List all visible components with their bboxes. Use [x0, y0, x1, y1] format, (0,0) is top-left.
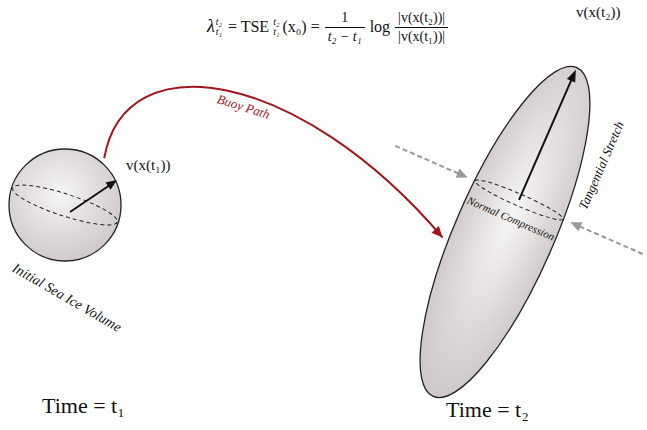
sea-ice-circle: [8, 148, 122, 262]
formula-subscript: t₁: [273, 27, 279, 38]
vector-label: v(x(t₂)): [576, 4, 620, 21]
dashed-band: [9, 178, 120, 233]
compression-head: [568, 218, 582, 232]
vector-label: v(x(t₁)): [126, 157, 170, 174]
formula-scripts: t₂t₁: [216, 17, 222, 38]
compression-arrow: [579, 226, 642, 254]
stretched-ellipse: [387, 47, 623, 417]
vector-head: [106, 180, 118, 190]
deformed-ice-volume: Tangential StretchNormal Compression: [387, 47, 623, 417]
formula-superscript: t₂: [273, 17, 279, 28]
formula-text: log: [370, 18, 390, 36]
formula-numerator: 1: [325, 10, 365, 27]
formula-numerator: |v(x(t₂))|: [395, 10, 448, 27]
compression-arrow: [395, 146, 458, 174]
initial-ice-volume: Initial Sea Ice Volume: [8, 148, 122, 262]
time-label: Time = t₂: [446, 397, 529, 422]
tse-formula: λ t₂t₁ = TSE t₂t₁ (x₀) = 1t₂ − t₁ log |v…: [0, 2, 647, 52]
formula-denominator: t₂ − t₁: [325, 28, 365, 44]
formula-symbol: λ: [207, 17, 215, 37]
formula-denominator: |v(x(t₁))|: [395, 28, 448, 44]
formula-text: (x₀) =: [282, 18, 319, 36]
formula-superscript: t₂: [216, 17, 222, 28]
buoy-path: [104, 87, 442, 238]
vector-head: [567, 68, 580, 83]
formula-scripts: t₂t₁: [273, 17, 279, 38]
ice-outline: [9, 149, 121, 261]
arrow-head: [431, 226, 442, 237]
compression-head: [456, 169, 470, 183]
ice-outline: [388, 48, 622, 416]
formula-text: = TSE: [228, 18, 269, 36]
formula-fraction: |v(x(t₂))||v(x(t₁))|: [395, 10, 448, 44]
formula-subscript: t₁: [216, 27, 222, 38]
velocity-vector: [70, 185, 110, 212]
node-heading: Initial Sea Ice Volume: [9, 260, 124, 336]
velocity-vector: [519, 79, 572, 200]
time-label: Time = t₁: [42, 393, 125, 418]
formula-fraction: 1t₂ − t₁: [325, 10, 365, 44]
edge-label: Buoy Path: [215, 92, 271, 122]
